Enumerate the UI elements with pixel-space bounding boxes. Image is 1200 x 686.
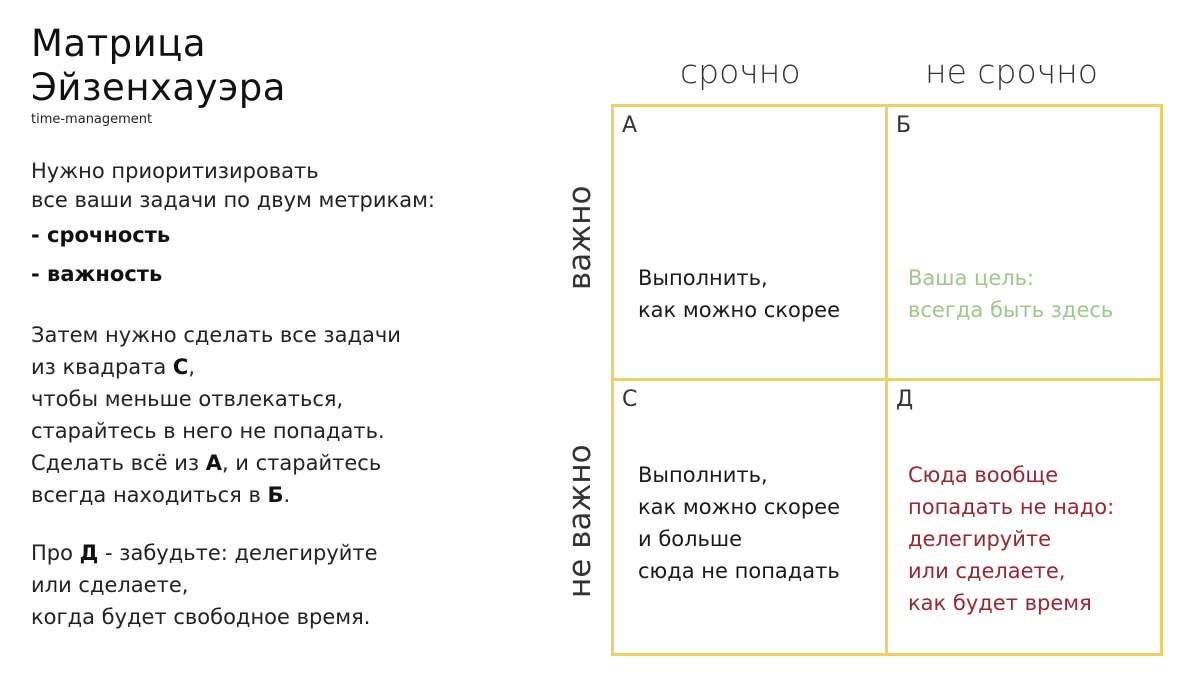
quadrant-letter: А [622, 113, 638, 138]
title-line-1: Матрица [31, 22, 207, 65]
row-header-important: важно [562, 185, 598, 290]
metric-importance: - важность [31, 262, 163, 286]
quadrant-b: Б Ваша цель: всегда быть здесь [887, 104, 1163, 380]
text-line: чтобы меньше отвлекаться, [31, 387, 344, 411]
instructions-paragraph: Затем нужно сделать все задачи из квадра… [31, 319, 531, 511]
quadrant-letter: С [622, 387, 638, 412]
quadrant-text: Выполнить, как можно скорее [638, 266, 841, 322]
text-line: старайтесь в него не попадать. [31, 419, 385, 443]
text-line: или сделаете, [31, 573, 189, 597]
subtitle: time-management [31, 112, 153, 127]
eisenhower-matrix: А Выполнить, как можно скорее Б Ваша цел… [611, 104, 1165, 658]
text-line: Сделать всё из А, и старайтесь [31, 451, 382, 475]
intro-line-2: все ваши задачи по двум метрикам: [31, 188, 435, 212]
text-line: всегда находиться в Б. [31, 483, 291, 507]
delegate-paragraph: Про Д - забудьте: делегируйте или сделае… [31, 537, 531, 633]
text-line: Затем нужно сделать все задачи [31, 323, 401, 347]
page-title: Матрица Эйзенхауэра [31, 22, 531, 110]
quadrant-a: А Выполнить, как можно скорее [611, 104, 887, 380]
quadrant-text: Сюда вообще попадать не надо: делегируйт… [908, 463, 1115, 615]
column-header-not-urgent: не срочно [925, 52, 1098, 91]
quadrant-letter: Б [896, 113, 912, 138]
row-header-not-important: не важно [562, 444, 598, 598]
intro-line-1: Нужно приоритизировать [31, 159, 319, 183]
quadrant-letter: Д [896, 387, 914, 412]
intro-text: Нужно приоритизировать все ваши задачи п… [31, 157, 531, 215]
description-panel: Матрица Эйзенхауэра time-management Нужн… [31, 22, 531, 633]
text-line: Про Д - забудьте: делегируйте [31, 541, 378, 565]
text-line: из квадрата С, [31, 355, 196, 379]
quadrant-text: Ваша цель: всегда быть здесь [908, 266, 1114, 322]
metric-urgency: - срочность [31, 223, 171, 247]
title-line-2: Эйзенхауэра [31, 66, 286, 109]
quadrant-d: Д Сюда вообще попадать не надо: делегиру… [887, 380, 1163, 656]
column-header-urgent: срочно [680, 52, 801, 91]
text-line: когда будет свободное время. [31, 605, 371, 629]
quadrant-text: Выполнить, как можно скорее и больше сюд… [638, 463, 841, 583]
quadrant-c: С Выполнить, как можно скорее и больше с… [611, 380, 887, 656]
